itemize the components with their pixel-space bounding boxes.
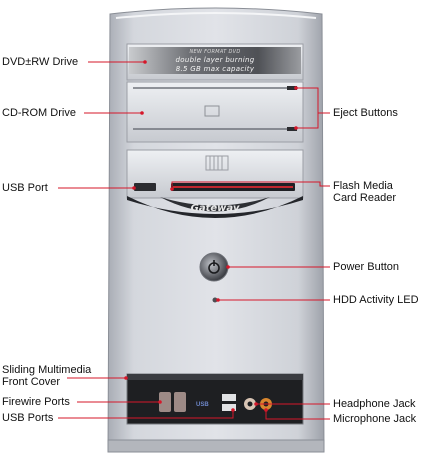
multimedia-cover-lip	[127, 374, 303, 380]
label-microphone-jack: Microphone Jack	[333, 413, 417, 425]
label-power-button: Power Button	[333, 261, 400, 273]
label-hdd-led: HDD Activity LED	[333, 294, 419, 306]
brand-badge	[160, 197, 270, 212]
front-usb-port	[134, 183, 156, 191]
dvd-banner-line3: 8.5 GB max capacity	[175, 65, 255, 73]
dvd-drive-banner	[129, 47, 301, 74]
case-top-highlight	[115, 12, 317, 19]
label-multimedia-cover: Sliding Multimedia Front Cover	[2, 364, 92, 388]
case-foot	[107, 439, 325, 453]
leader-lines	[58, 61, 330, 420]
label-dvd-drive: DVD±RW Drive	[2, 56, 79, 68]
label-usb-port: USB Port	[2, 182, 48, 194]
dvd-banner-line1: NEW FORMAT DVD	[189, 49, 241, 55]
eject-button-top	[287, 86, 297, 90]
power-button	[199, 252, 229, 282]
multimedia-cover	[126, 373, 304, 425]
usb-port-1	[222, 394, 236, 401]
cd-logo-icon	[204, 105, 220, 117]
usb-port-2	[222, 404, 236, 411]
label-cdrom-drive: CD-ROM Drive	[2, 107, 76, 119]
firewire-port-2	[174, 392, 186, 412]
card-reader-accent	[173, 186, 293, 188]
media-reader-grille	[205, 155, 229, 171]
eject-button-bottom	[287, 127, 297, 131]
brand-logo: Gateway	[190, 203, 240, 214]
hdd-led	[212, 297, 218, 303]
label-card-reader: Flash Media Card Reader	[333, 180, 396, 204]
label-firewire-ports: Firewire Ports	[2, 396, 70, 408]
brand-swoosh	[127, 196, 303, 218]
label-usb-ports: USB Ports	[2, 412, 54, 424]
firewire-port-1	[159, 392, 171, 412]
cdrom-drive-bay	[126, 81, 304, 143]
dvd-banner-line2: double layer burning	[175, 56, 255, 64]
label-headphone-jack: Headphone Jack	[333, 398, 416, 410]
label-eject-buttons: Eject Buttons	[333, 107, 398, 119]
usb-badge: USB	[196, 402, 209, 408]
